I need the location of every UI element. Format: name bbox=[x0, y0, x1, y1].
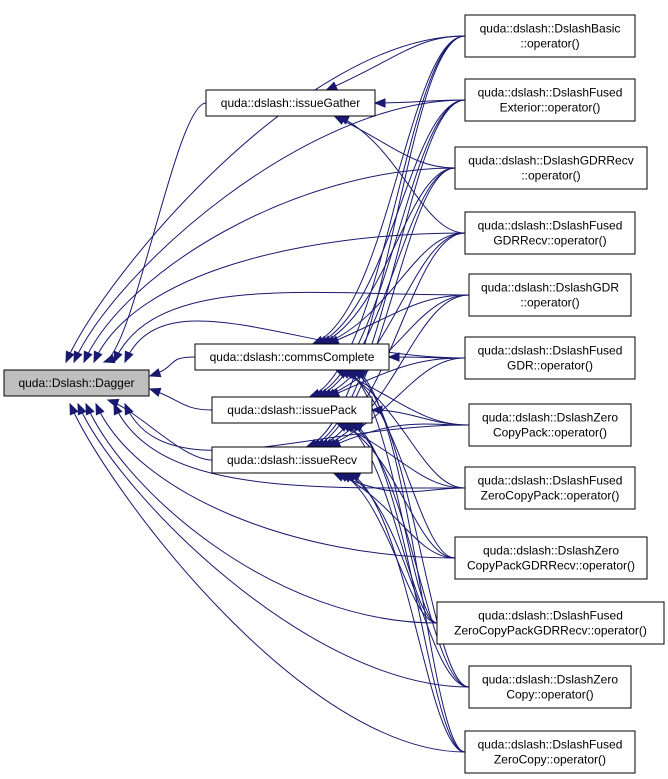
edge-fusedGdrRecv-to-issueGather bbox=[337, 115, 466, 234]
node-zeroCopyPack[interactable]: quda::dslash::DslashZeroCopyPack::operat… bbox=[468, 403, 632, 447]
node-gdr[interactable]: quda::dslash::DslashGDR::operator() bbox=[468, 273, 632, 317]
node-label-line: quda::dslash::DslashFused bbox=[478, 609, 623, 623]
edge-fusedZeroCopyPackGdrRecv-to-dagger bbox=[85, 402, 438, 624]
edge-fusedGdr-to-dagger bbox=[124, 320, 466, 364]
node-label-line: quda::dslash::issueGather bbox=[221, 96, 360, 110]
edge-basic-to-dagger bbox=[65, 35, 466, 364]
node-label-line: quda::dslash::DslashBasic bbox=[480, 22, 621, 36]
edge-commsComplete-to-dagger bbox=[148, 356, 196, 378]
node-label-line: ZeroCopyPackGDRRecv::operator() bbox=[454, 624, 647, 638]
edge-basic-to-commsComplete bbox=[311, 35, 466, 345]
edge-fusedExterior-to-dagger bbox=[73, 99, 466, 364]
edge-fusedGdrRecv-to-dagger bbox=[93, 232, 466, 364]
node-basic[interactable]: quda::dslash::DslashBasic::operator() bbox=[464, 14, 636, 58]
node-issueGather[interactable]: quda::dslash::issueGather bbox=[205, 89, 376, 117]
node-fusedExterior[interactable]: quda::dslash::DslashFusedExterior::opera… bbox=[464, 78, 636, 122]
node-commsComplete[interactable]: quda::dslash::commsComplete bbox=[194, 343, 390, 371]
node-label-line: quda::dslash::DslashFused bbox=[478, 86, 623, 100]
node-label-line: quda::dslash::DslashZero bbox=[482, 411, 618, 425]
node-label-line: ::operator() bbox=[520, 37, 579, 51]
node-label-line: quda::dslash::DslashFused bbox=[478, 474, 623, 488]
edge-issuePack-to-dagger bbox=[148, 387, 213, 411]
node-label-line: ::operator() bbox=[521, 169, 580, 183]
node-label-line: quda::dslash::DslashFused bbox=[478, 738, 623, 752]
edge-basic-to-issueGather bbox=[325, 35, 466, 91]
node-label-line: quda::dslash::DslashZero bbox=[483, 544, 619, 558]
node-label-line: quda::dslash::commsComplete bbox=[210, 350, 375, 364]
node-label-line: CopyPackGDRRecv::operator() bbox=[467, 559, 635, 573]
node-fusedZeroCopy[interactable]: quda::dslash::DslashFusedZeroCopy::opera… bbox=[464, 730, 636, 774]
node-dagger[interactable]: quda::Dslash::Dagger bbox=[3, 369, 150, 397]
node-label-line: quda::dslash::DslashGDR bbox=[481, 281, 619, 295]
edge-gdrRecv-to-dagger bbox=[83, 167, 456, 364]
node-label-line: ::operator() bbox=[520, 296, 579, 310]
edge-issueRecv-to-dagger bbox=[106, 398, 213, 461]
node-issueRecv[interactable]: quda::dslash::issueRecv bbox=[211, 446, 373, 474]
node-label-line: GDR::operator() bbox=[507, 359, 593, 373]
node-label-line: quda::dslash::DslashGDRRecv bbox=[468, 154, 633, 168]
node-label-line: quda::dslash::DslashZero bbox=[482, 673, 618, 687]
edge-issueGather-to-dagger bbox=[102, 102, 207, 364]
node-label-line: ZeroCopy::operator() bbox=[494, 753, 606, 767]
edge-gdr-to-dagger bbox=[113, 291, 470, 364]
node-issuePack[interactable]: quda::dslash::issuePack bbox=[211, 396, 373, 424]
node-label-line: quda::dslash::issueRecv bbox=[227, 453, 357, 467]
edge-fusedZeroCopyPack-to-dagger bbox=[113, 402, 466, 489]
call-graph-nodes: quda::Dslash::Dagger quda::dslash::issueG… bbox=[3, 14, 665, 774]
node-fusedZeroCopyPack[interactable]: quda::dslash::DslashFusedZeroCopyPack::o… bbox=[464, 466, 636, 510]
node-gdrRecv[interactable]: quda::dslash::DslashGDRRecv::operator() bbox=[454, 146, 648, 190]
node-label-line: quda::dslash::DslashFused bbox=[478, 219, 623, 233]
edge-fusedZeroCopy-to-dagger bbox=[69, 402, 466, 753]
node-label-line: quda::Dslash::Dagger bbox=[18, 376, 134, 390]
node-label-line: CopyPack::operator() bbox=[493, 426, 607, 440]
edge-fusedZeroCopy-to-issueRecv bbox=[348, 472, 466, 753]
node-label-line: quda::dslash::DslashFused bbox=[478, 344, 623, 358]
node-label-line: Copy::operator() bbox=[506, 688, 593, 702]
node-label-line: quda::dslash::issuePack bbox=[227, 403, 357, 417]
node-fusedZeroCopyPackGdrRecv[interactable]: quda::dslash::DslashFusedZeroCopyPackGDR… bbox=[436, 601, 665, 645]
node-label-line: ZeroCopyPack::operator() bbox=[481, 489, 620, 503]
node-zeroCopyPackGdrRecv[interactable]: quda::dslash::DslashZeroCopyPackGDRRecv:… bbox=[454, 536, 648, 580]
edge-zeroCopy-to-dagger bbox=[77, 402, 470, 688]
edge-zeroCopyPackGdrRecv-to-dagger bbox=[95, 402, 456, 559]
node-fusedGdrRecv[interactable]: quda::dslash::DslashFusedGDRRecv::operat… bbox=[464, 211, 636, 255]
node-label-line: Exterior::operator() bbox=[500, 101, 601, 115]
edge-zeroCopyPackGdrRecv-to-issuePack bbox=[339, 422, 456, 559]
node-label-line: GDRRecv::operator() bbox=[493, 234, 606, 248]
